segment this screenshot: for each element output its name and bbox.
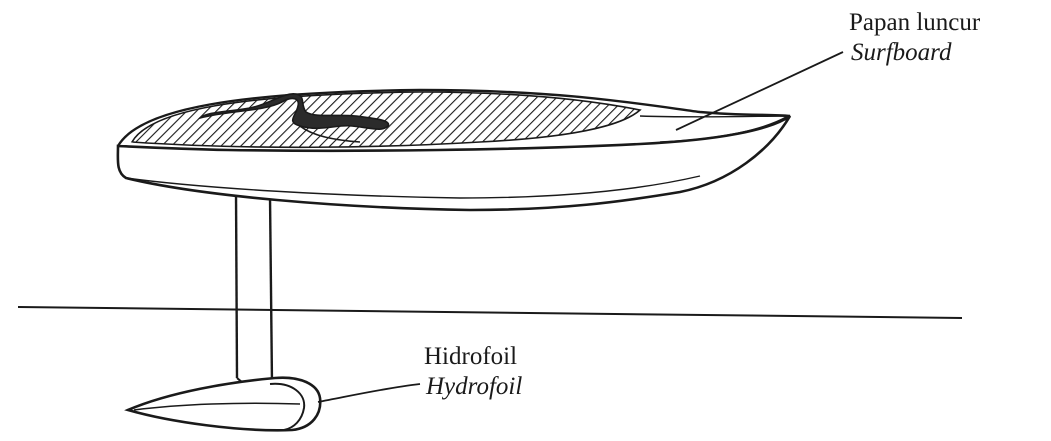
surfboard-deck-pad [132,92,640,147]
water-surface-line [18,307,962,318]
hydrofoil-strut [236,192,272,387]
hydrofoil-label: Hidrofoil Hydrofoil [424,342,522,402]
hydrofoil-leader-line [318,384,420,402]
hydrofoil-label-malay: Hidrofoil [424,342,522,372]
surfboard-label: Papan luncur Surfboard [849,8,980,68]
hydrofoil-wing [128,378,320,431]
surfboard-label-malay: Papan luncur [849,8,980,38]
surfboard-label-english: Surfboard [849,38,980,68]
hydrofoil-label-english: Hydrofoil [424,372,522,402]
surfboard-leader-line [676,52,843,130]
